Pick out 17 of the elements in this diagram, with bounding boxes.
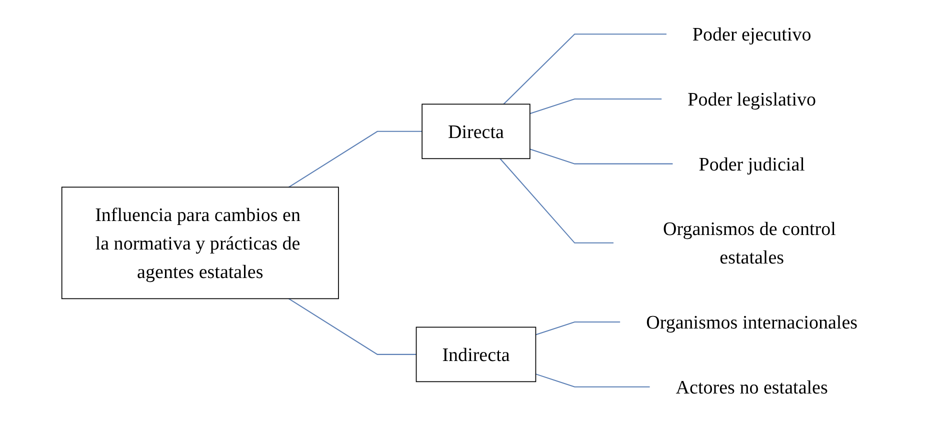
- connector: [536, 374, 650, 388]
- node-text: Poder ejecutivo: [692, 23, 812, 45]
- node-box: Indirecta: [416, 326, 536, 382]
- connector: [288, 298, 416, 355]
- node-box: Directa: [422, 104, 530, 160]
- node-text: Organismos de control estatales: [663, 218, 836, 268]
- node-text: Actores no estatales: [676, 376, 828, 398]
- node-box: Influencia para cambios en la normativa y prácticas de agentes estatales: [61, 186, 339, 300]
- connector: [530, 148, 673, 164]
- node-text: Poder legislativo: [688, 88, 816, 110]
- connector: [288, 130, 422, 188]
- connector: [530, 98, 662, 114]
- connector: [503, 34, 666, 105]
- node-text: Poder judicial: [698, 153, 805, 175]
- connector: [536, 322, 620, 336]
- node-text: Organismos internacionales: [646, 311, 858, 333]
- connector: [500, 158, 614, 244]
